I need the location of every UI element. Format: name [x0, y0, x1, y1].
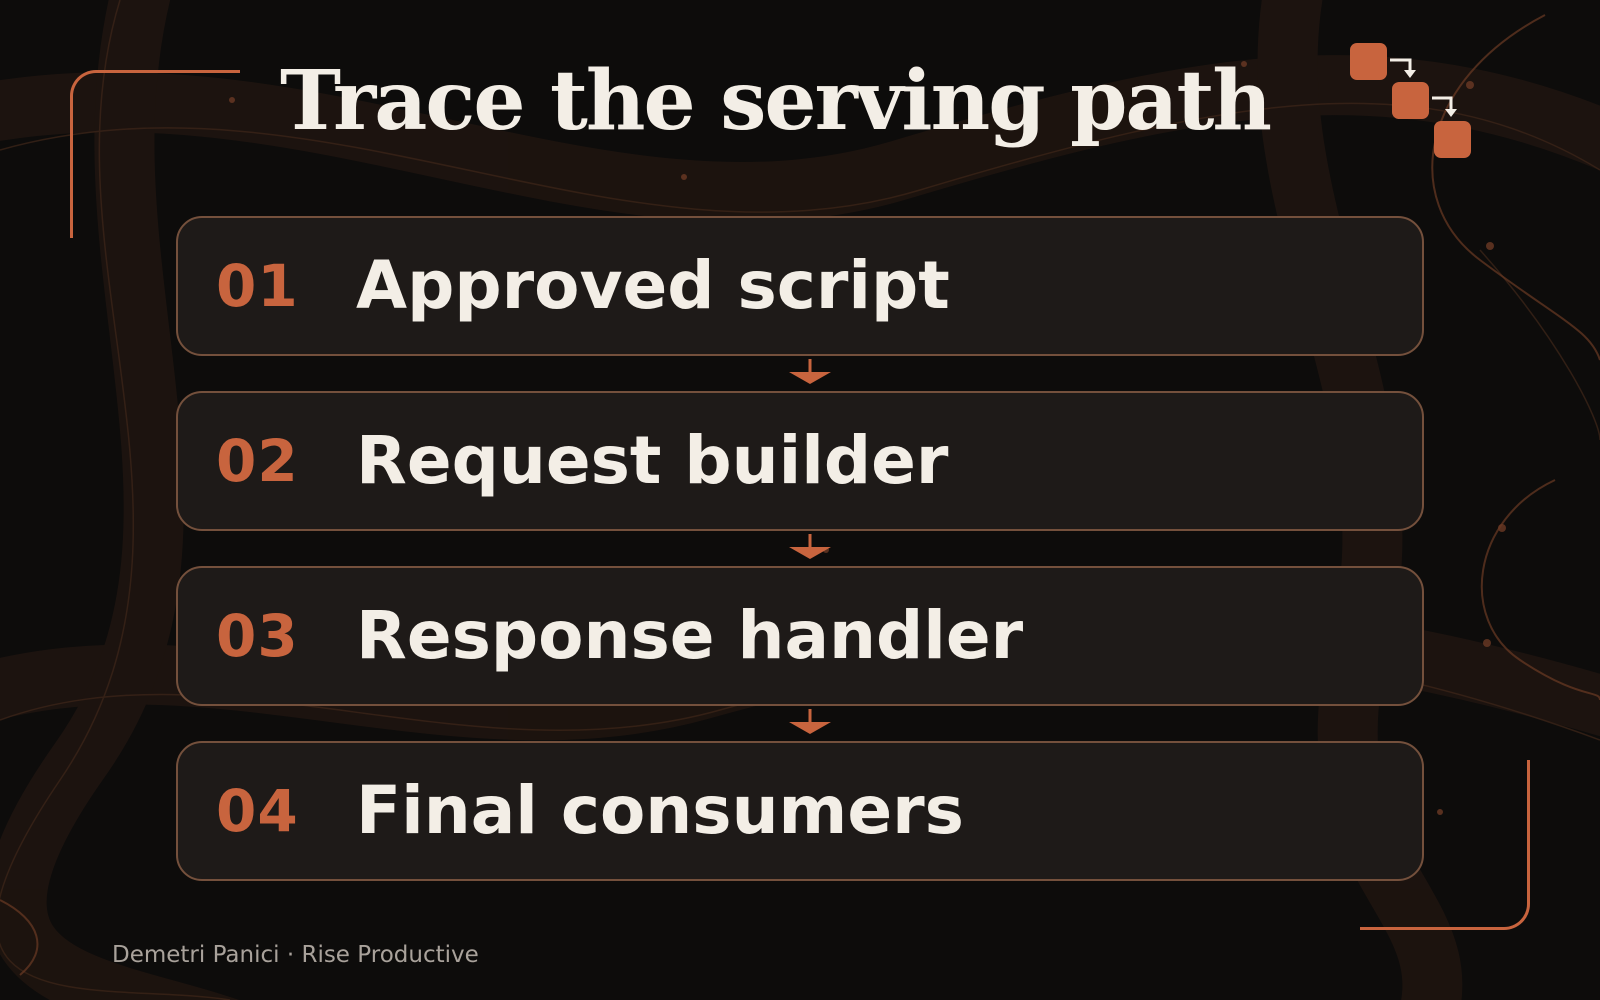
step-number: 03 [216, 602, 299, 670]
step-card-1: 01 Approved script [176, 216, 1424, 356]
step-connector [176, 706, 1424, 741]
step-label: Final consumers [356, 772, 964, 849]
corner-bracket-bottom-right [1360, 760, 1530, 930]
step-connector [176, 356, 1424, 391]
step-number: 01 [216, 252, 299, 320]
step-connector [176, 531, 1424, 566]
slide-title: Trace the serving path [280, 53, 1272, 149]
step-card-4: 04 Final consumers [176, 741, 1424, 881]
arrow-down-icon [789, 534, 831, 559]
step-card-2: 02 Request builder [176, 391, 1424, 531]
step-number: 02 [216, 427, 299, 495]
corner-bracket-top-left [70, 70, 240, 238]
arrow-down-icon [789, 709, 831, 734]
step-label: Approved script [356, 247, 950, 324]
arrow-down-icon [789, 359, 831, 384]
step-label: Request builder [356, 422, 949, 499]
flow-steps-icon [1350, 43, 1471, 158]
step-number: 04 [216, 777, 299, 845]
steps-list: 01 Approved script 02 Request builder 03… [176, 216, 1424, 881]
step-label: Response handler [356, 597, 1024, 674]
footer-credit: Demetri Panici · Rise Productive [112, 942, 479, 968]
step-card-3: 03 Response handler [176, 566, 1424, 706]
